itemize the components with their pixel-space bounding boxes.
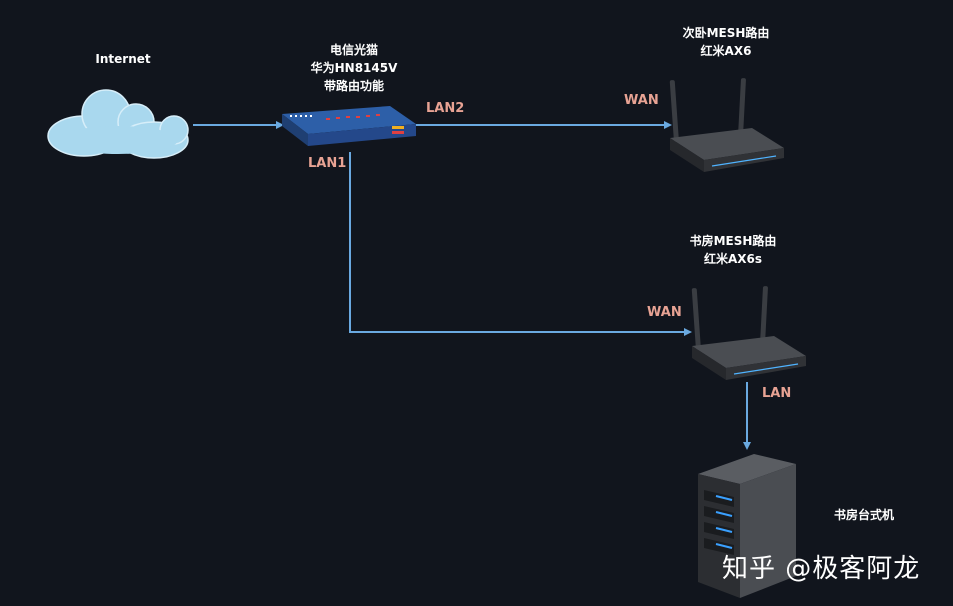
watermark-text: 知乎 @极客阿龙: [722, 554, 921, 584]
router-modem-icon: [282, 106, 416, 146]
modem-label-line-3: 带路由功能: [323, 79, 384, 93]
bedroom-router-label-line-1: 次卧MESH路由: [682, 26, 770, 40]
bedroom-router-label: 次卧MESH路由 红米AX6: [683, 24, 770, 60]
wifi-router-icon: [669, 78, 784, 172]
modem-lan1-port-label: LAN1: [308, 156, 347, 171]
cloud-icon: [47, 89, 189, 159]
study-router-label-line-1: 书房MESH路由: [689, 234, 777, 248]
study-router-wan-port-label: WAN: [647, 305, 682, 320]
link-modem-to-study-router: [349, 152, 692, 336]
modem-label-line-2: 华为HN8145V: [310, 61, 398, 75]
internet-label: Internet: [95, 52, 151, 66]
study-router-label: 书房MESH路由 红米AX6s: [690, 232, 777, 268]
desktop-label: 书房台式机: [834, 508, 895, 522]
bedroom-router-label-line-2: 红米AX6: [700, 44, 752, 58]
study-router-lan-port-label: LAN: [762, 386, 792, 401]
wifi-router-icon: [691, 286, 806, 380]
study-router-label-line-2: 红米AX6s: [703, 252, 763, 266]
modem-label: 电信光猫 华为HN8145V 带路由功能: [311, 41, 398, 95]
bedroom-router-wan-port-label: WAN: [624, 93, 659, 108]
server-tower-icon: [698, 454, 796, 598]
modem-label-line-1: 电信光猫: [329, 43, 378, 57]
modem-lan2-port-label: LAN2: [426, 101, 465, 116]
